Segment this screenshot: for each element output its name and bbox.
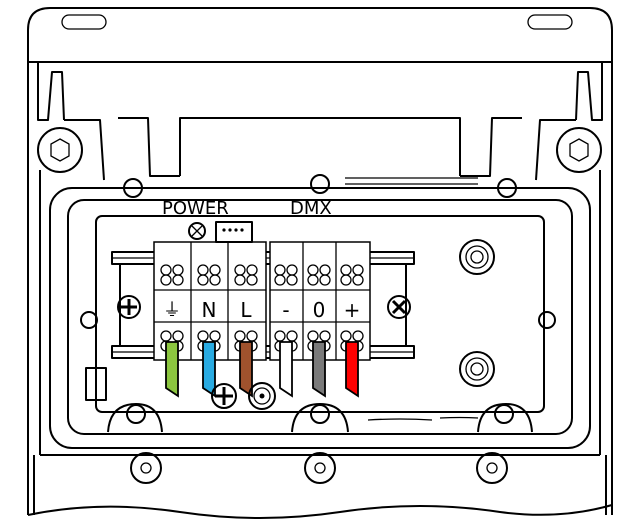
- pcb-screw-icon: [188, 222, 206, 240]
- mounting-hole-left-icon: [130, 452, 162, 484]
- mounting-hole-center-icon: [304, 452, 336, 484]
- power-wire-2: [239, 341, 253, 398]
- ground-lug-icon: [248, 382, 276, 410]
- terminal-dmx-zero-symbol: 0: [313, 298, 326, 322]
- power-label: POWER: [162, 198, 229, 219]
- inner-frame: [49, 187, 591, 449]
- cable-gland-upper-icon: [459, 239, 495, 275]
- terminal-dmx-plus-symbol: +: [344, 298, 361, 322]
- dmx-wire-2: [345, 341, 359, 398]
- terminal-earth-symbol: ⏚: [163, 300, 181, 321]
- power-wire-1: [202, 341, 216, 398]
- bottom-mounting-plate: [27, 454, 613, 519]
- dmx-terminal-symbols: - 0 +: [282, 298, 360, 322]
- board-connector-icon: [215, 221, 253, 243]
- dmx-terminal-block: [269, 241, 371, 361]
- frame-bottom-bosses: [107, 403, 533, 433]
- housing: [27, 7, 613, 515]
- terminal-dmx-minus-symbol: -: [282, 298, 289, 322]
- mounting-hole-right-icon: [476, 452, 508, 484]
- power-terminal-symbols: ⏚ N L: [163, 298, 252, 322]
- terminal-neutral-symbol: N: [202, 298, 217, 322]
- power-terminal-block: [153, 241, 267, 361]
- cable-gland-lower-icon: [459, 351, 495, 387]
- power-wire-0: [165, 341, 179, 398]
- power-wires: [165, 341, 253, 398]
- ground-screw-icon: [211, 383, 237, 409]
- rail-screw-left-icon: [117, 295, 141, 319]
- corner-screw-right-icon: [556, 127, 602, 173]
- corner-screw-left-icon: [37, 127, 83, 173]
- rail-screw-right-icon: [387, 295, 411, 319]
- dmx-wire-0: [279, 341, 293, 398]
- dmx-wire-1: [312, 341, 326, 398]
- dmx-label: DMX: [290, 198, 332, 219]
- terminal-live-symbol: L: [240, 298, 252, 322]
- dmx-wires: [279, 341, 359, 398]
